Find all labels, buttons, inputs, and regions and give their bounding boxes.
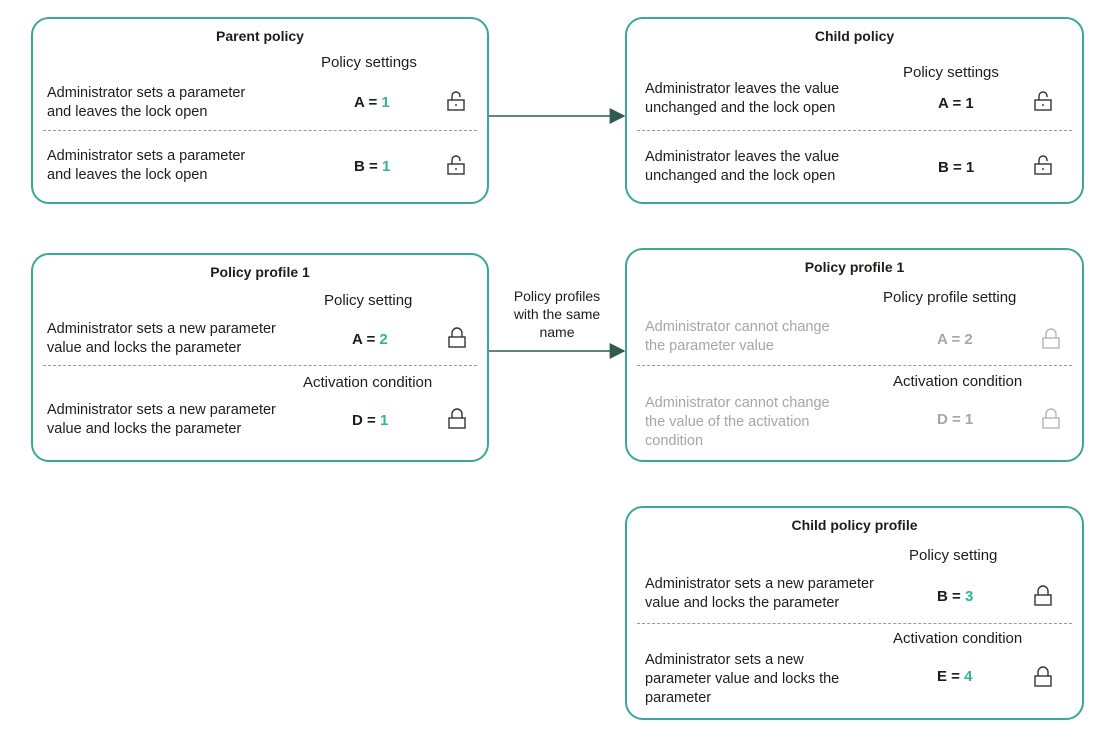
section-heading: Activation condition: [893, 630, 1023, 647]
row-text-line: Administrator sets a new parameter: [645, 576, 874, 592]
row-text-line: unchanged and the lock open: [645, 100, 836, 116]
row-text-line: unchanged and the lock open: [645, 168, 836, 184]
row-description: Administrator sets a new parameter value…: [47, 401, 276, 439]
section-heading: Policy settings: [321, 54, 417, 71]
row-text-line: Administrator cannot change: [645, 319, 830, 335]
locked-icon: [1032, 585, 1054, 607]
row-divider: [43, 130, 477, 131]
child-policy-profile-box: Child policy profile Policy setting Admi…: [625, 506, 1084, 720]
section-heading: Policy profile setting: [883, 289, 1017, 306]
row-description: Administrator sets a parameter and leave…: [47, 147, 245, 185]
parameter-value: A = 1: [354, 94, 390, 111]
row-text-line: Administrator sets a new parameter: [47, 402, 276, 418]
box-title: Parent policy: [216, 28, 304, 44]
box-title: Policy profile 1: [210, 264, 310, 280]
parameter-value: A = 2: [937, 331, 973, 348]
section-heading: Policy setting: [909, 547, 998, 564]
row-divider: [637, 130, 1072, 131]
parameter-value: B = 1: [354, 158, 391, 175]
locked-icon: [1040, 408, 1062, 430]
row-text-line: Administrator cannot change: [645, 395, 830, 411]
row-description: Administrator sets a new parameter value…: [47, 320, 276, 358]
row-text-line: Administrator sets a new parameter: [47, 321, 276, 337]
row-text-line: Administrator sets a parameter: [47, 148, 246, 164]
row-description: Administrator sets a new parameter value…: [645, 651, 839, 708]
edge-label-line: name: [539, 324, 575, 340]
parent-policy-box: Parent policy Policy settings Administra…: [31, 17, 489, 204]
edge-label-line: with the same: [513, 306, 601, 322]
policy-profile-box-inherited: Policy profile 1 Policy profile setting …: [625, 248, 1084, 462]
row-text-line: parameter value and locks the: [645, 671, 840, 687]
locked-icon: [446, 327, 468, 349]
row-divider: [637, 623, 1072, 624]
parameter-value: B = 3: [937, 588, 974, 605]
row-text-line: and leaves the lock open: [47, 167, 208, 183]
row-text-line: the parameter value: [645, 338, 774, 354]
edge-label: Policy profiles with the same name: [496, 287, 618, 341]
locked-icon: [1040, 328, 1062, 350]
unlocked-icon: [445, 154, 467, 176]
row-divider: [43, 365, 477, 366]
parameter-value: D = 1: [352, 412, 389, 429]
row-description: Administrator leaves the value unchanged…: [645, 80, 839, 118]
row-description: Administrator leaves the value unchanged…: [645, 148, 839, 186]
row-text-line: and leaves the lock open: [47, 104, 208, 120]
row-text-line: value and locks the parameter: [47, 421, 242, 437]
row-description: Administrator cannot change the paramete…: [645, 318, 830, 356]
row-description: Administrator sets a parameter and leave…: [47, 84, 245, 122]
row-text-line: the value of the activation: [645, 414, 810, 430]
unlocked-icon: [1032, 90, 1054, 112]
section-heading: Activation condition: [893, 373, 1023, 390]
row-text-line: value and locks the parameter: [47, 340, 242, 356]
row-text-line: Administrator leaves the value: [645, 149, 840, 165]
box-title: Child policy profile: [791, 517, 918, 533]
row-divider: [637, 365, 1072, 366]
row-description: Administrator cannot change the value of…: [645, 394, 830, 451]
box-title: Child policy: [814, 28, 895, 44]
section-heading: Policy setting: [324, 292, 413, 309]
section-heading: Activation condition: [303, 374, 433, 391]
child-policy-box: Child policy Policy settings Administrat…: [625, 17, 1084, 204]
unlocked-icon: [445, 90, 467, 112]
parameter-value: E = 4: [937, 668, 973, 685]
unlocked-icon: [1032, 154, 1054, 176]
row-text-line: Administrator sets a parameter: [47, 85, 246, 101]
parameter-value: D = 1: [937, 411, 974, 428]
row-text-line: condition: [645, 433, 704, 449]
row-text-line: value and locks the parameter: [645, 595, 840, 611]
parameter-value: A = 1: [938, 95, 974, 112]
row-description: Administrator sets a new parameter value…: [645, 575, 874, 613]
locked-icon: [446, 408, 468, 430]
row-text-line: Administrator sets a new: [645, 652, 804, 668]
edge-label-line: Policy profiles: [513, 288, 601, 304]
policy-profile-box: Policy profile 1 Policy setting Administ…: [31, 253, 489, 462]
row-text-line: Administrator leaves the value: [645, 81, 840, 97]
parameter-value: A = 2: [352, 331, 388, 348]
row-text-line: parameter: [645, 690, 712, 706]
section-heading: Policy settings: [903, 64, 999, 81]
parameter-value: B = 1: [938, 159, 975, 176]
locked-icon: [1032, 666, 1054, 688]
box-title: Policy profile 1: [804, 259, 905, 275]
